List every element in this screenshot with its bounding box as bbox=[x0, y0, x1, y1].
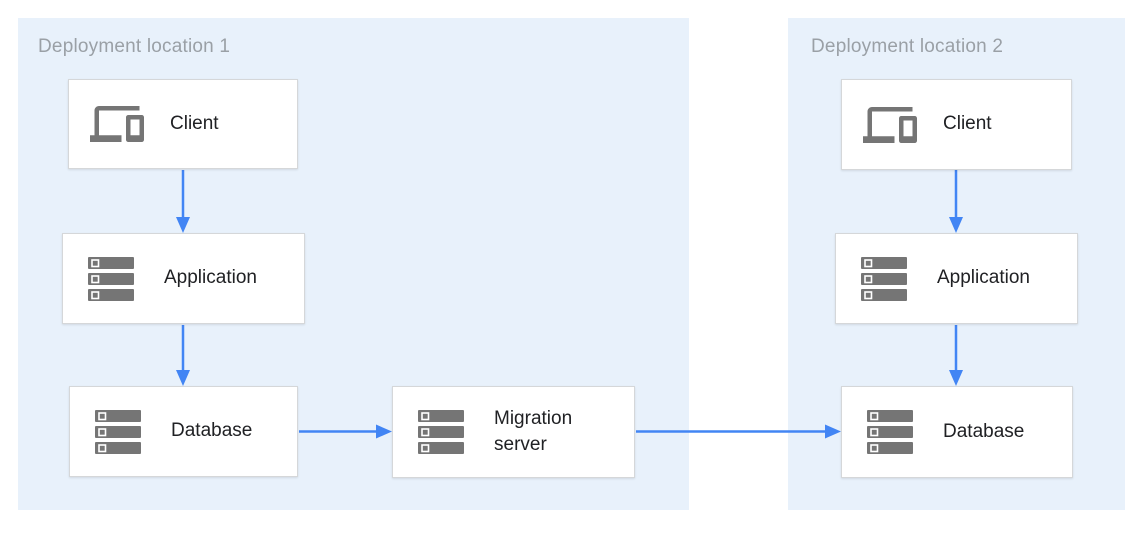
node-label: Client bbox=[943, 113, 992, 135]
node-label: Client bbox=[170, 112, 219, 134]
node-application-1: Application bbox=[62, 233, 305, 324]
server-stack-icon bbox=[90, 409, 146, 454]
node-database-1: Database bbox=[69, 386, 298, 477]
server-stack-icon bbox=[83, 256, 139, 301]
devices-icon bbox=[89, 106, 145, 142]
node-label: Application bbox=[937, 267, 1030, 289]
node-label: Application bbox=[164, 267, 257, 289]
deployment-location-2-title: Deployment location 2 bbox=[811, 36, 1004, 57]
node-application-2: Application bbox=[835, 233, 1078, 324]
server-stack-icon bbox=[413, 410, 469, 454]
node-migration-server: Migration server bbox=[392, 386, 635, 478]
node-label: Migration server bbox=[494, 407, 573, 455]
node-label: Database bbox=[943, 420, 1025, 442]
devices-icon bbox=[862, 106, 918, 143]
node-label: Database bbox=[171, 420, 253, 442]
server-stack-icon bbox=[862, 410, 918, 454]
server-stack-icon bbox=[856, 256, 912, 301]
node-client-2: Client bbox=[841, 79, 1072, 170]
node-client-1: Client bbox=[68, 79, 298, 169]
node-database-2: Database bbox=[841, 386, 1073, 478]
deployment-location-1-title: Deployment location 1 bbox=[38, 36, 231, 57]
